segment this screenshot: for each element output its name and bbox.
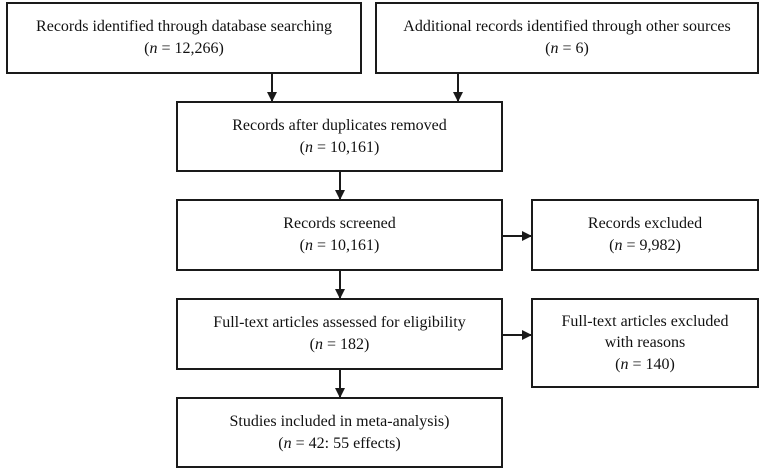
box-included-count: (n = 42: 55 effects) bbox=[278, 434, 401, 452]
box-fulltext-excluded-title-line1: Full-text articles excluded bbox=[561, 312, 729, 330]
box-fulltext-excluded-count: (n = 140) bbox=[615, 355, 675, 373]
box-included-title: Studies included in meta-analysis) bbox=[229, 412, 450, 430]
box-fulltext-count: (n = 182) bbox=[309, 336, 370, 353]
box-other-title: Additional records identified through ot… bbox=[403, 18, 731, 36]
box-excluded-count: (n = 9,982) bbox=[609, 237, 681, 254]
box-studies-included: Studies included in meta-analysis) (n = … bbox=[176, 397, 503, 468]
box-dedup-count: (n = 10,161) bbox=[299, 138, 380, 156]
box-excluded-title: Records excluded bbox=[587, 215, 703, 233]
box-fulltext-excluded: Full-text articles excluded with reasons… bbox=[531, 298, 759, 388]
box-fulltext-assessed: Full-text articles assessed for eligibil… bbox=[176, 298, 503, 370]
box-database-title: Records identified through database sear… bbox=[36, 18, 332, 36]
box-duplicates-removed: Records after duplicates removed (n = 10… bbox=[176, 101, 503, 172]
box-database-count: (n = 12,266) bbox=[144, 40, 224, 57]
box-database-search: Records identified through database sear… bbox=[6, 2, 362, 74]
box-fulltext-excluded-title-line2: with reasons bbox=[604, 334, 686, 352]
box-records-excluded: Records excluded (n = 9,982) bbox=[531, 199, 759, 271]
box-fulltext-title: Full-text articles assessed for eligibil… bbox=[213, 314, 466, 332]
box-screened-count: (n = 10,161) bbox=[299, 237, 380, 254]
box-screened-title: Records screened bbox=[283, 215, 396, 233]
box-records-screened: Records screened (n = 10,161) bbox=[176, 199, 503, 271]
box-other-count: (n = 6) bbox=[545, 40, 589, 57]
box-other-sources: Additional records identified through ot… bbox=[375, 2, 759, 74]
box-dedup-title: Records after duplicates removed bbox=[232, 116, 447, 134]
